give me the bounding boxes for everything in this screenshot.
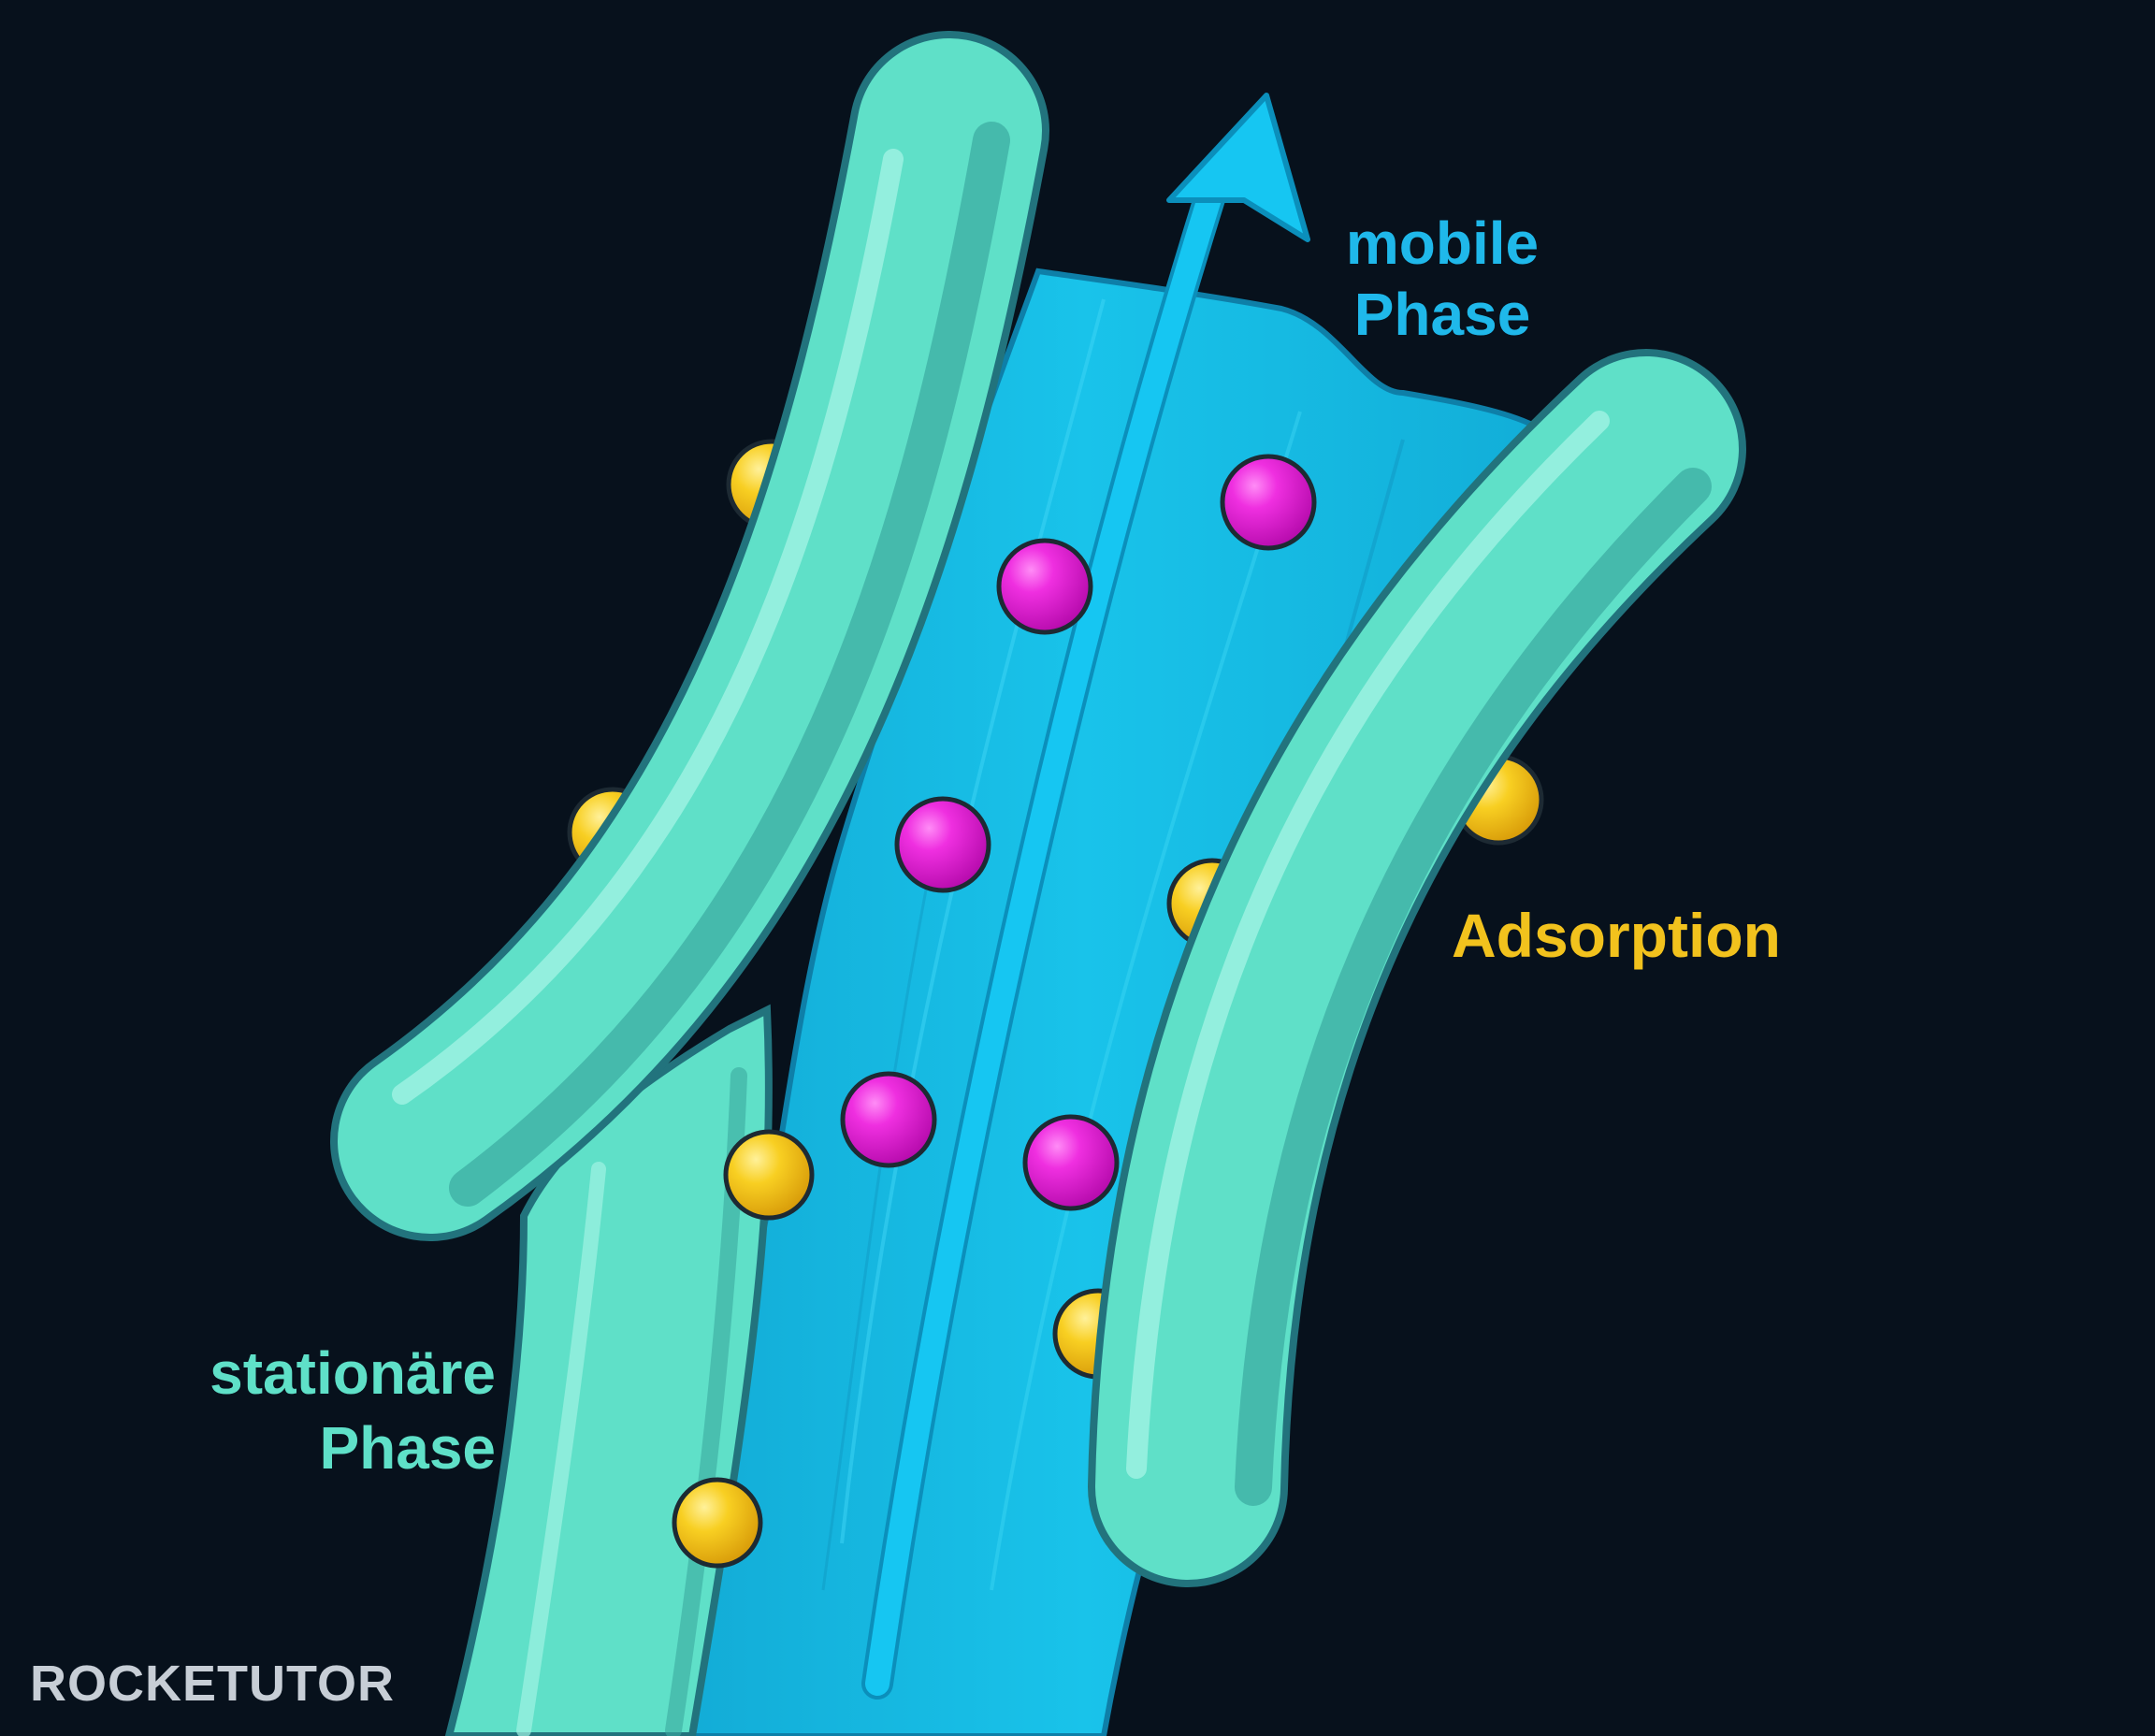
stationary-phase-label: stationäre Phase — [159, 1336, 496, 1485]
yellow-particle-6 — [672, 1477, 763, 1569]
rocketutor-logo: ROCKETUTOR — [30, 1656, 396, 1712]
magenta-particle-2 — [996, 538, 1093, 635]
flow-arrow — [861, 93, 1310, 1700]
magenta-particle-5 — [1022, 1114, 1120, 1211]
magenta-particle-3 — [894, 796, 991, 893]
stationary-phase-label-line1: stationäre — [210, 1339, 496, 1407]
mobile-phase-label-line2: Phase — [1353, 281, 1531, 348]
magenta-particle-1 — [1220, 454, 1317, 551]
mobile-phase-label: mobile Phase — [1339, 208, 1545, 350]
stationary-phase-label-line2: Phase — [319, 1414, 496, 1482]
stationary-phase-rod-left — [330, 31, 1049, 1241]
magenta-particle-4 — [840, 1071, 937, 1168]
stationary-phase-rod-right — [1088, 349, 1746, 1587]
mobile-particles — [840, 454, 1317, 1211]
yellow-particle-4 — [723, 1129, 815, 1221]
adsorption-label: Adsorption — [1452, 901, 1781, 970]
mobile-phase-label-line1: mobile — [1345, 210, 1540, 277]
